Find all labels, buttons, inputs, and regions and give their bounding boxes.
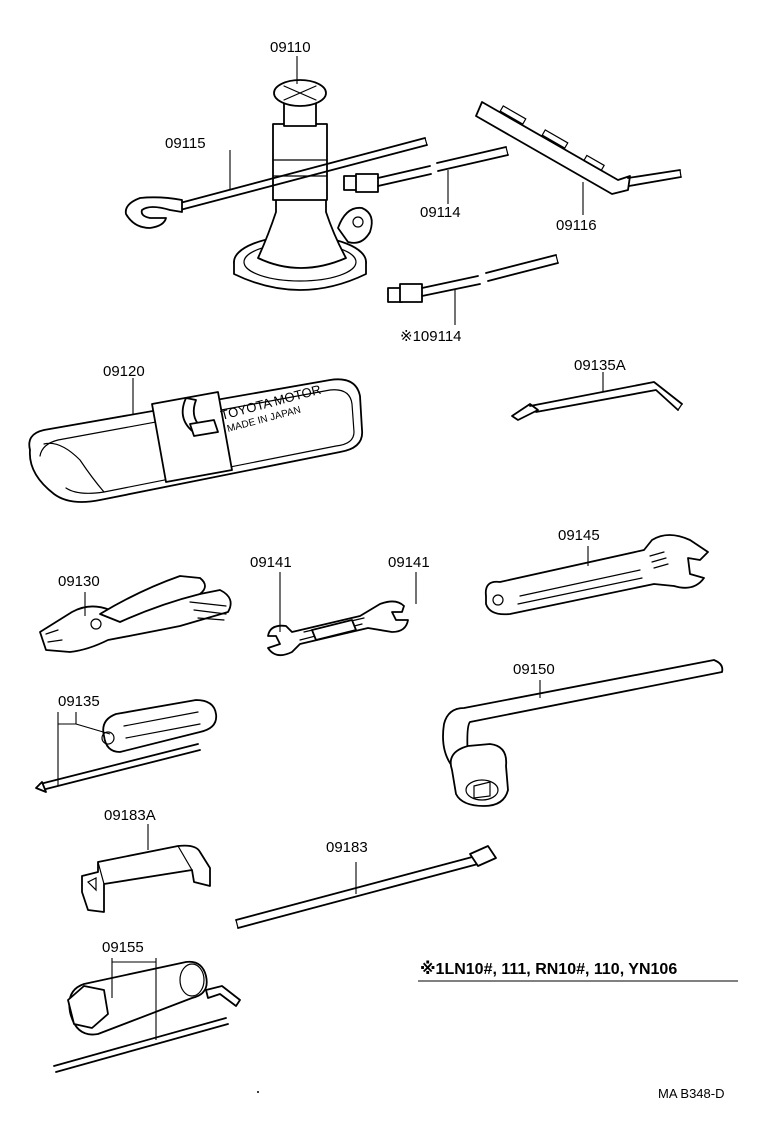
label-09141-right: 09141 bbox=[388, 554, 430, 571]
bar-illustration bbox=[475, 101, 682, 195]
label-09135A: 09135A bbox=[574, 357, 626, 374]
part-labels: 09110 09115 09114 ※109114 09116 09120 09… bbox=[58, 39, 626, 956]
jack-illustration bbox=[233, 79, 373, 291]
label-09135: 09135 bbox=[58, 693, 100, 710]
dot-mark bbox=[257, 1091, 259, 1093]
label-09120: 09120 bbox=[103, 363, 145, 380]
screwdriver-set-illustration bbox=[35, 699, 218, 793]
label-09155: 09155 bbox=[102, 939, 144, 956]
label-09110: 09110 bbox=[270, 39, 311, 56]
diagram-code: MA B348-D bbox=[658, 1086, 724, 1101]
tool-bag-illustration: TOYOTA MOTOR MADE IN JAPAN bbox=[28, 378, 363, 503]
label-09130: 09130 bbox=[58, 573, 100, 590]
leader-lines bbox=[57, 56, 604, 1040]
adjustable-wrench-illustration bbox=[484, 534, 709, 616]
label-09145: 09145 bbox=[558, 527, 600, 544]
label-09141-left: 09141 bbox=[250, 554, 292, 571]
pry-bar-illustration bbox=[235, 845, 497, 929]
open-wrenches-illustration bbox=[267, 600, 409, 657]
label-09183A: 09183A bbox=[104, 807, 156, 824]
label-09115: 09115 bbox=[165, 135, 206, 152]
bracket-illustration bbox=[81, 844, 211, 913]
pliers-illustration bbox=[39, 575, 232, 653]
label-09114-alt: ※109114 bbox=[400, 328, 462, 345]
hook-handle-illustration bbox=[124, 137, 428, 229]
plug-wrench-illustration bbox=[53, 960, 241, 1073]
footnote-block: ※1LN10#, 111, RN10#, 110, YN106 bbox=[418, 960, 738, 982]
label-09150: 09150 bbox=[513, 661, 555, 678]
label-09116: 09116 bbox=[556, 217, 597, 234]
extension-alt-illustration bbox=[387, 254, 559, 303]
applicability-footnote: ※1LN10#, 111, RN10#, 110, YN106 bbox=[420, 960, 677, 978]
label-09114: 09114 bbox=[420, 204, 461, 221]
bent-screwdriver-illustration bbox=[511, 381, 683, 421]
lug-wrench-illustration bbox=[442, 659, 724, 807]
label-09183: 09183 bbox=[326, 839, 368, 856]
extension-illustration bbox=[343, 146, 509, 193]
